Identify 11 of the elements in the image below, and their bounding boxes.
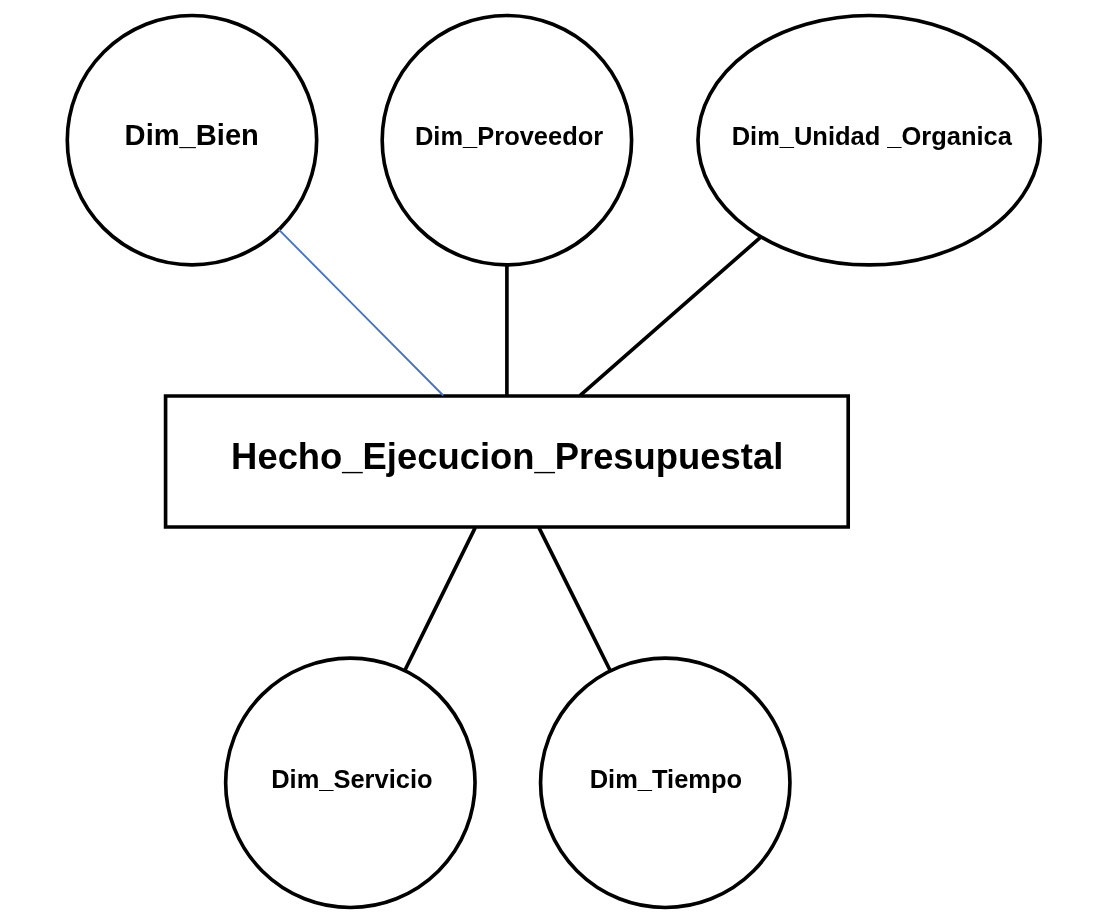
connector — [277, 228, 444, 397]
connector — [536, 526, 612, 672]
node-circle: Dim_Tiempo — [538, 656, 792, 910]
connector — [402, 526, 477, 672]
node-box: Hecho_Ejecucion_Presupuestal — [163, 394, 850, 529]
node-circle: Dim_Servicio — [223, 656, 477, 910]
node-ellipse: Dim_Unidad _Organica — [695, 13, 1042, 267]
connector — [504, 265, 509, 396]
connector — [578, 235, 762, 397]
node-circle: Dim_Bien — [64, 13, 318, 267]
node-circle: Dim_Proveedor — [379, 13, 633, 267]
